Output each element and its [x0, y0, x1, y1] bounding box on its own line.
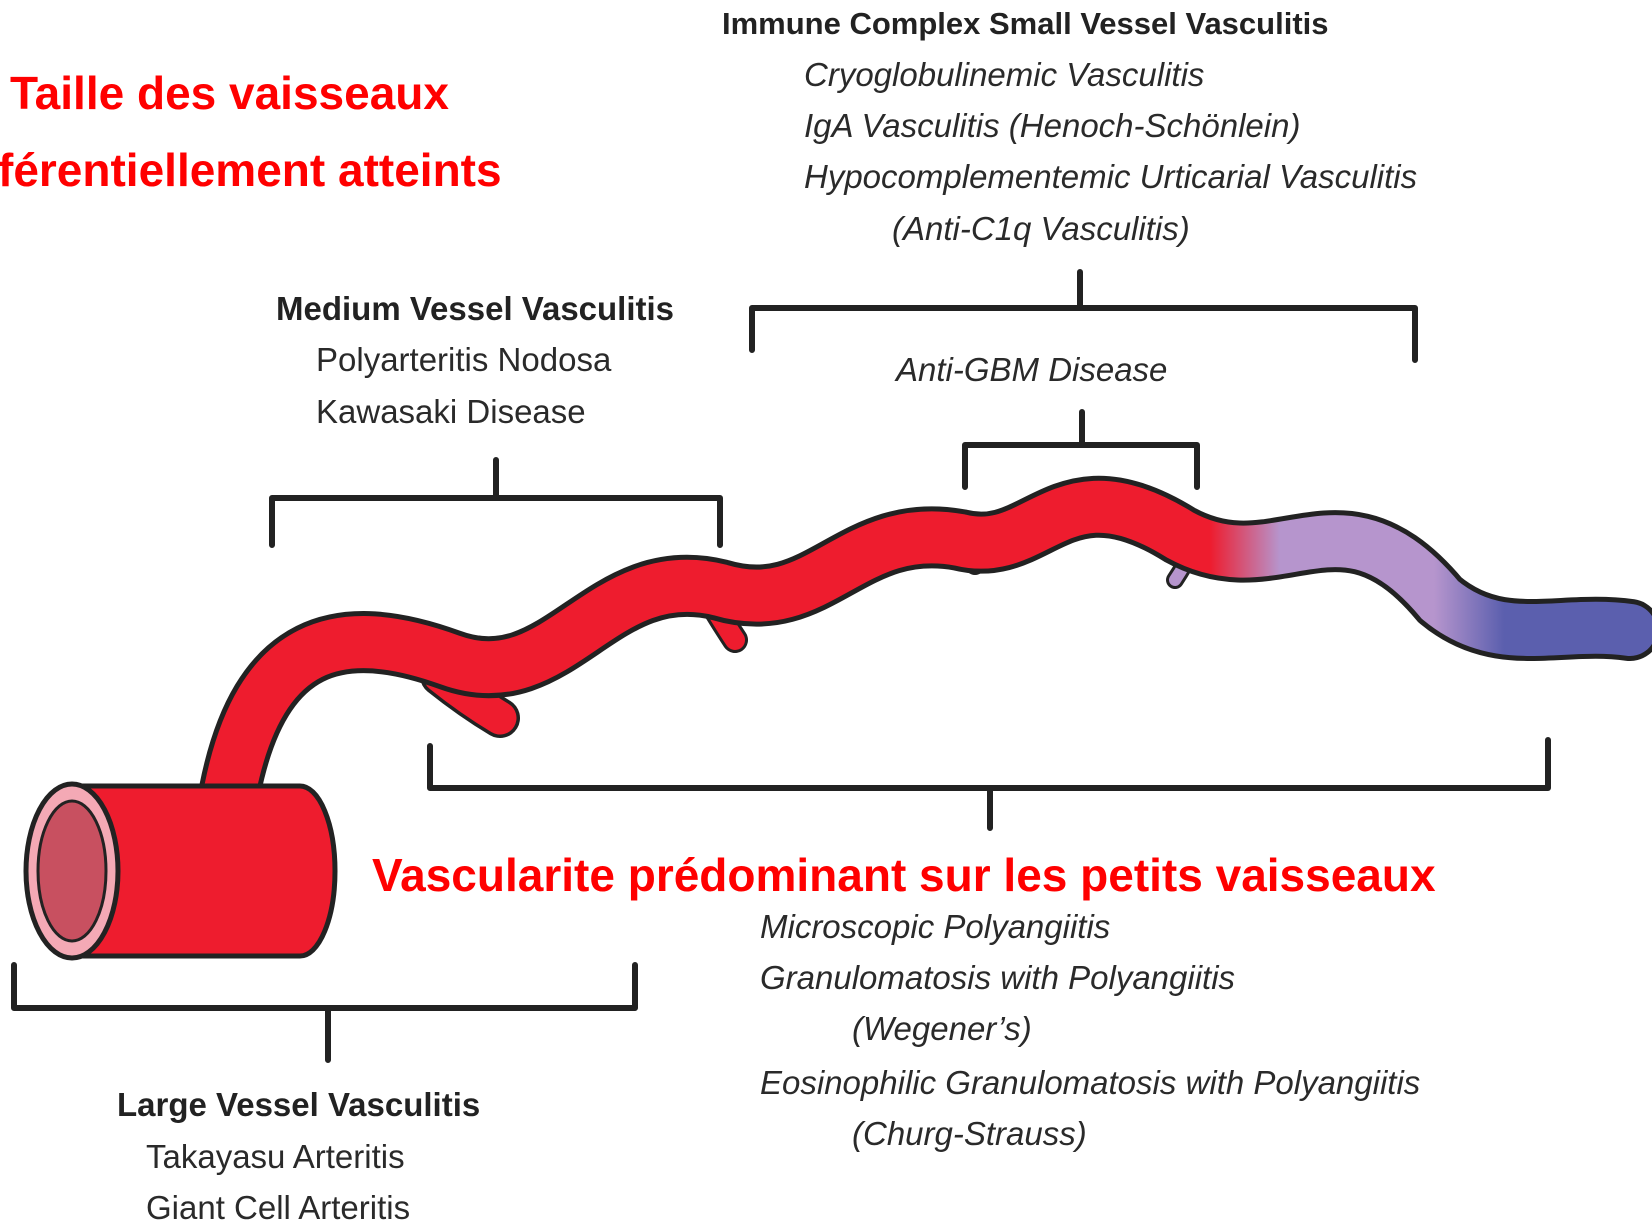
- bracket-medium-vessel: [272, 460, 720, 545]
- immune-complex-heading: Immune Complex Small Vessel Vasculitis: [722, 8, 1329, 39]
- large-vessel-item: Giant Cell Arteritis: [146, 1191, 410, 1224]
- immune-complex-item: Hypocomplementemic Urticarial Vasculitis: [804, 160, 1417, 193]
- large-vessel-heading: Large Vessel Vasculitis: [117, 1088, 480, 1121]
- anca-item: (Wegener’s): [852, 1012, 1032, 1045]
- medium-vessel-item: Kawasaki Disease: [316, 395, 586, 428]
- anca-item: Microscopic Polyangiitis: [760, 910, 1110, 943]
- anti-gbm-label: Anti-GBM Disease: [896, 353, 1167, 386]
- bracket-anti-gbm: [965, 412, 1197, 487]
- anca-item: Eosinophilic Granulomatosis with Polyang…: [760, 1066, 1420, 1099]
- bracket-immune-complex: [752, 272, 1415, 360]
- small-vessel-caption: Vascularite prédominant sur les petits v…: [372, 852, 1436, 898]
- title-line-1: Taille des vaisseaux: [10, 70, 449, 116]
- large-vessel-item: Takayasu Arteritis: [146, 1140, 405, 1173]
- bracket-large-vessel: [14, 965, 635, 1060]
- vessel-lumen: [38, 801, 106, 941]
- title-line-2: férentiellement atteints: [0, 147, 502, 193]
- immune-complex-item: Cryoglobulinemic Vasculitis: [804, 58, 1204, 91]
- large-vessel-cylinder: [26, 784, 335, 958]
- bracket-small-vessel: [430, 740, 1548, 828]
- medium-vessel-heading: Medium Vessel Vasculitis: [276, 292, 674, 325]
- anca-item: (Churg-Strauss): [852, 1117, 1087, 1150]
- vessel-fill: [230, 507, 1630, 790]
- immune-complex-item: IgA Vasculitis (Henoch-Schönlein): [804, 109, 1300, 142]
- medium-vessel-item: Polyarteritis Nodosa: [316, 343, 611, 376]
- immune-complex-item: (Anti-C1q Vasculitis): [892, 212, 1190, 245]
- anca-item: Granulomatosis with Polyangiitis: [760, 961, 1235, 994]
